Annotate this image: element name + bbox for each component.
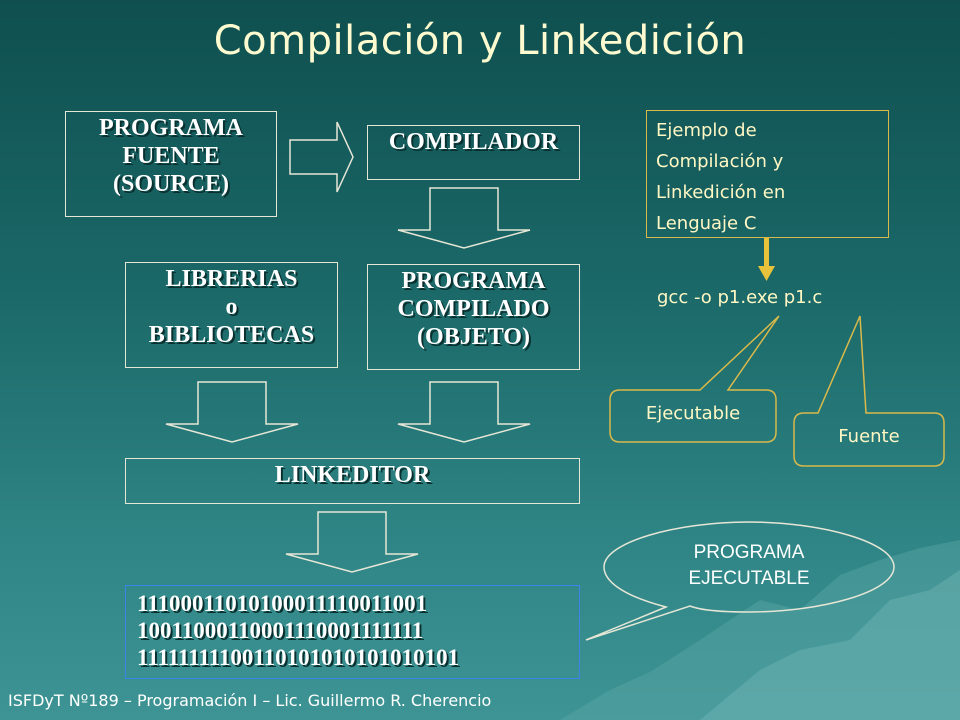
arrow-down-compiler — [397, 187, 531, 249]
executable-program-label: PROGRAMA EJECUTABLE — [606, 540, 892, 592]
ellipse-line: EJECUTABLE — [688, 568, 810, 589]
box-label: COMPILADOR — [388, 129, 559, 155]
linker-box: LINKEDITOR — [125, 458, 580, 504]
source-callout — [793, 315, 945, 467]
box-label: o — [225, 294, 238, 320]
example-line: Lenguaje C — [656, 213, 757, 234]
arrow-right — [289, 121, 354, 193]
box-label: LINKEDITOR — [274, 462, 431, 488]
binary-output-box: 11100011010100011110011001 1001100011000… — [125, 585, 580, 679]
object-program-box: PROGRAMA COMPILADO (OBJETO) — [367, 264, 580, 370]
box-label: (OBJETO) — [417, 324, 530, 350]
box-label: PROGRAMA — [99, 115, 243, 141]
example-line: Ejemplo de — [656, 120, 757, 141]
example-line: Compilación y — [656, 151, 784, 172]
binary-line: 10011000110001110001111111 — [137, 618, 424, 643]
box-label: LIBRERIAS — [165, 266, 298, 292]
source-label: Fuente — [838, 426, 900, 447]
box-label: (SOURCE) — [112, 171, 229, 197]
page-title: Compilación y Linkedición — [213, 18, 747, 64]
output-ellipse-callout — [585, 521, 895, 641]
box-label: FUENTE — [122, 143, 220, 169]
box-label: COMPILADO — [397, 296, 550, 322]
footer-credit: ISFDyT Nº189 – Programación I – Lic. Gui… — [8, 691, 492, 710]
box-label: PROGRAMA — [401, 268, 546, 294]
arrow-down-libraries — [165, 381, 299, 443]
executable-label: Ejecutable — [645, 403, 741, 424]
binary-line: 11111111100110101010101010101 — [137, 645, 460, 670]
ellipse-line: PROGRAMA — [693, 542, 805, 563]
arrow-down-example-head — [758, 266, 775, 281]
libraries-box: LIBRERIAS o BIBLIOTECAS — [125, 262, 338, 368]
arrow-down-example-shaft — [764, 238, 769, 268]
compiler-box: COMPILADOR — [367, 125, 580, 180]
arrow-down-linker — [285, 511, 419, 573]
arrow-down-object — [397, 381, 531, 443]
gcc-command: gcc -o p1.exe p1.c — [657, 287, 823, 308]
example-line: Linkedición en — [656, 182, 786, 203]
mountain-decoration — [560, 540, 960, 720]
binary-line: 11100011010100011110011001 — [137, 591, 428, 616]
source-program-box: PROGRAMA FUENTE (SOURCE) — [65, 111, 277, 217]
mountain-decoration-front — [700, 570, 960, 720]
executable-callout — [609, 315, 780, 443]
example-box: Ejemplo de Compilación y Linkedición en … — [646, 110, 889, 238]
box-label: BIBLIOTECAS — [148, 322, 315, 348]
